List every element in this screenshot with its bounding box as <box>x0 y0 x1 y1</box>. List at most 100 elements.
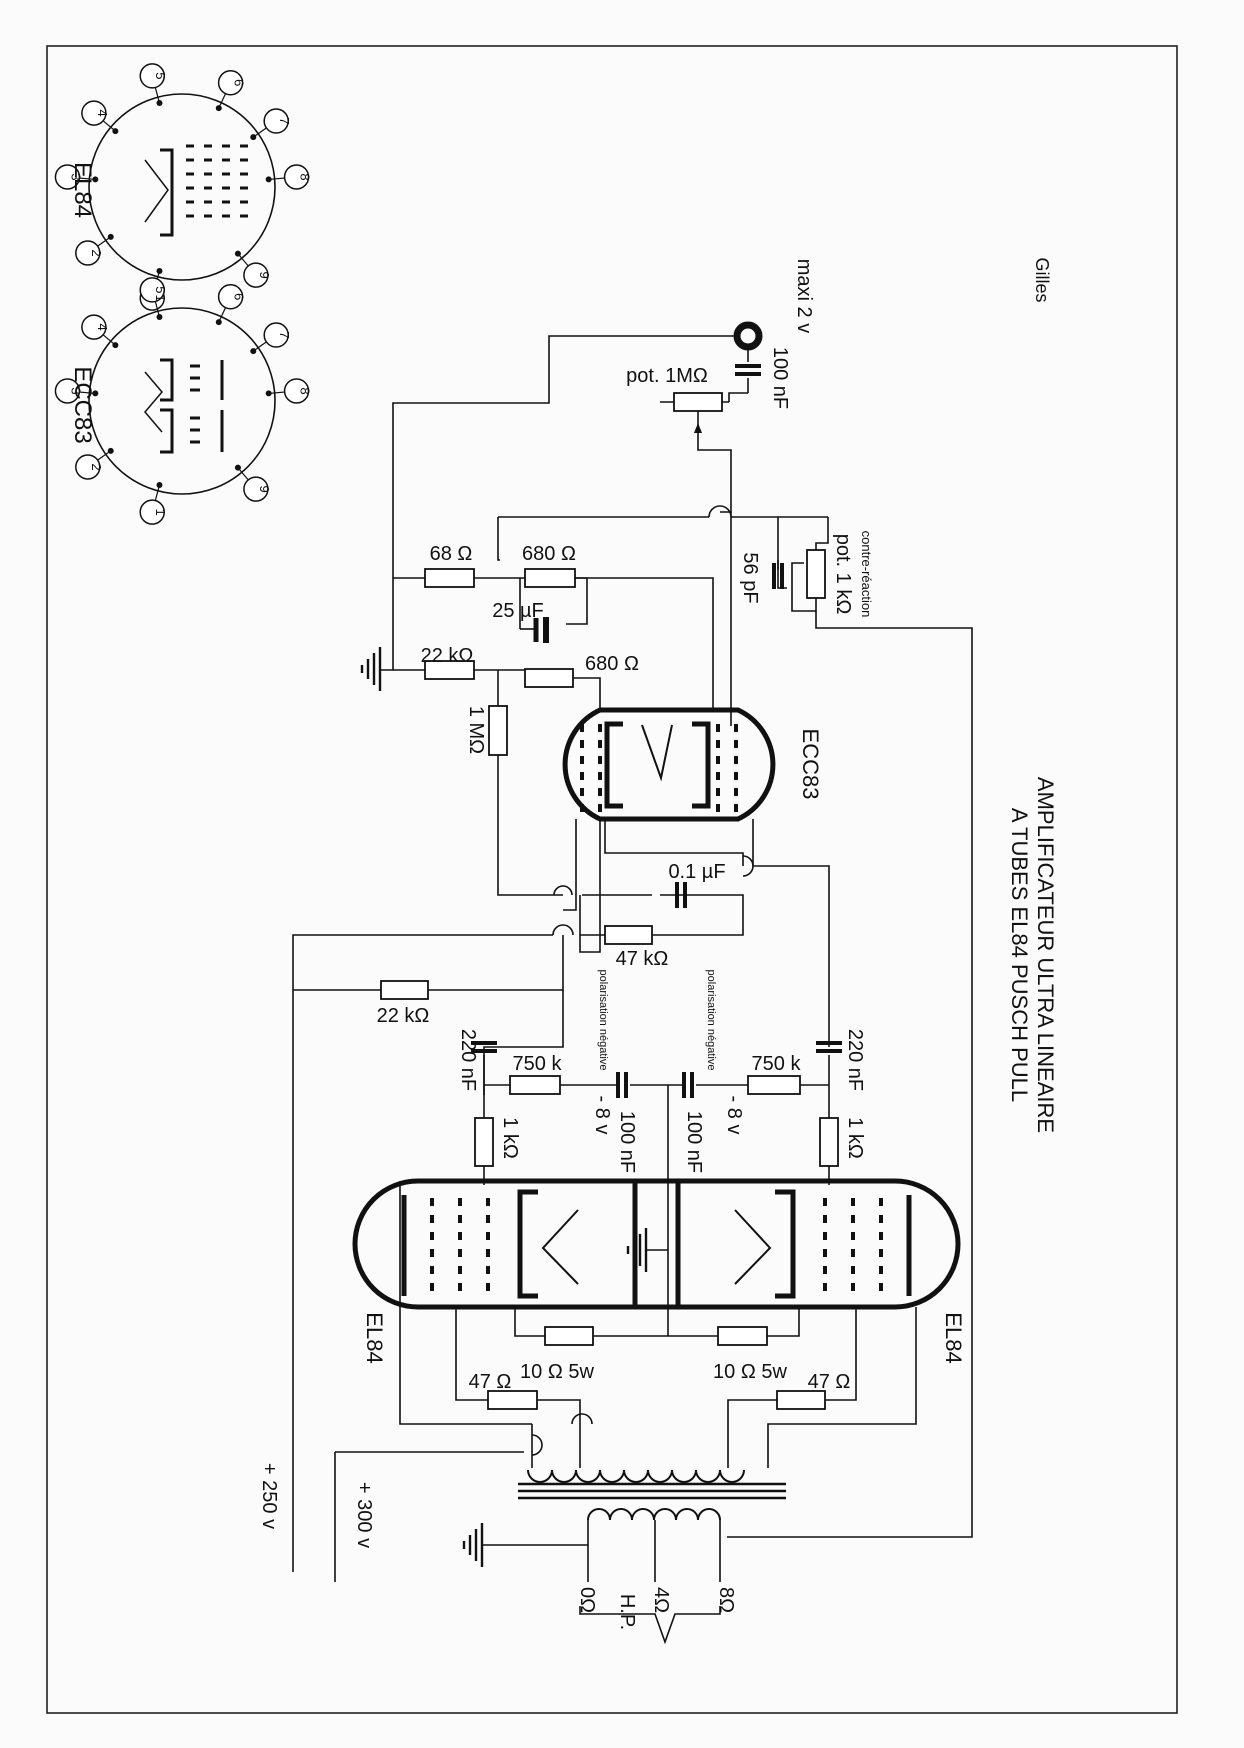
feedback-capacitor <box>772 563 784 589</box>
el84-cathode <box>775 1189 796 1299</box>
wire <box>428 935 564 991</box>
electrode <box>160 408 174 454</box>
tap-0-label: 0Ω <box>576 1587 598 1613</box>
wire-crossover <box>552 924 574 936</box>
tube-base-outline <box>88 93 276 281</box>
wire-crossover <box>742 855 754 877</box>
wire <box>563 819 577 911</box>
volume-pot-label: pot. 1MΩ <box>626 365 708 387</box>
el84-heater <box>734 1209 772 1285</box>
r22k-label: 22 kΩ <box>421 645 474 667</box>
input-capacitor <box>735 364 761 376</box>
pin-number: 2 <box>89 463 104 470</box>
pin-circle <box>283 164 310 190</box>
pin-circle <box>217 70 244 96</box>
pin-circle <box>263 108 289 134</box>
resistor-68 <box>424 568 475 588</box>
wire <box>573 677 601 710</box>
pin-number: 4 <box>95 109 110 116</box>
input-jack-icon <box>733 321 763 351</box>
ground-icon <box>462 1523 484 1567</box>
wire <box>728 392 748 402</box>
pin-number: 5 <box>153 72 168 79</box>
pin-circle <box>54 164 81 190</box>
pin-number: 6 <box>232 293 247 300</box>
secondary-winding <box>587 1508 721 1521</box>
pin-dot <box>156 482 163 489</box>
wire <box>514 1307 545 1337</box>
el84-left-tube <box>352 1178 681 1310</box>
output-transformer <box>518 1469 786 1521</box>
wire <box>727 611 973 1538</box>
wire <box>497 517 500 561</box>
wire <box>767 1307 917 1468</box>
bias-voltage-right: - 8 v <box>723 1096 745 1135</box>
el84-pinout-electrodes <box>144 144 248 237</box>
resistor-680-top <box>524 568 576 588</box>
stopper-right-label: 1 kΩ <box>844 1117 866 1159</box>
feedback-pot <box>806 549 826 599</box>
wire <box>579 819 601 953</box>
resistor-750k-left <box>509 1075 561 1095</box>
wire <box>292 934 553 1572</box>
pin-circle <box>139 499 165 525</box>
bias-capacitor-left <box>616 1072 628 1098</box>
speaker-label: H.P. <box>616 1594 638 1630</box>
pin-dot <box>107 233 114 240</box>
wire <box>825 1307 857 1401</box>
pin-circle <box>243 476 269 502</box>
pin-dot <box>250 134 257 141</box>
coupling-capacitor-left <box>471 1041 497 1053</box>
wire-crossover <box>708 505 732 518</box>
ecc83-cathode <box>692 721 711 809</box>
wire-crossover <box>571 1413 593 1425</box>
electrode <box>144 371 163 433</box>
pin-circle <box>81 314 107 340</box>
wire <box>497 755 563 896</box>
pin-dot <box>234 250 241 257</box>
ground-icon <box>360 647 382 691</box>
wire <box>575 577 714 710</box>
pin-circle <box>75 240 101 266</box>
wires <box>292 321 973 1645</box>
pin-number: 9 <box>257 271 272 278</box>
wire <box>697 411 732 513</box>
pin-circle <box>54 378 81 404</box>
screen-resistor-left <box>487 1390 538 1410</box>
r680-top-label: 680 Ω <box>522 543 576 565</box>
wire <box>537 1399 581 1424</box>
tap-4-label: 4Ω <box>650 1587 672 1613</box>
speaker-bracket <box>579 1606 721 1645</box>
ecc83-envelope <box>562 707 776 822</box>
el84-pinout-title: EL84 <box>69 162 96 218</box>
ecc83-cathode <box>604 721 623 809</box>
el84-right-label: EL84 <box>941 1312 966 1363</box>
title-line-1: AMPLIFICATEUR ULTRA LINEAIRE <box>1033 777 1058 1133</box>
ecc83-tube <box>562 707 776 822</box>
pin-dot <box>265 176 272 183</box>
cap01-label: 0.1 µF <box>668 861 725 883</box>
pin-circle <box>75 454 101 480</box>
el84-cathode <box>517 1189 538 1299</box>
feedback-pot-label: pot. 1 kΩ <box>832 534 854 615</box>
coupling-capacitor-right <box>816 1041 842 1053</box>
wire <box>392 335 737 670</box>
wire <box>767 1307 800 1337</box>
supply-300-label: + 300 v <box>353 1482 375 1548</box>
r750-right-label: 750 k <box>752 1053 802 1075</box>
pin-dot <box>112 342 119 349</box>
r22k-bottom-label: 22 kΩ <box>377 1005 430 1027</box>
pin-circle <box>139 63 165 89</box>
cathode-resistor-left <box>544 1326 594 1346</box>
pin-number: 9 <box>257 485 272 492</box>
bias-cap-right-label: 100 nF <box>683 1111 705 1173</box>
pin-circle <box>263 322 289 348</box>
bias-voltage-left: - 8 v <box>591 1096 613 1135</box>
wire <box>753 865 830 1047</box>
author-label: Gilles <box>1032 257 1052 302</box>
wire <box>638 894 744 936</box>
tap-8-label: 8Ω <box>715 1587 737 1613</box>
wire <box>455 1307 488 1401</box>
